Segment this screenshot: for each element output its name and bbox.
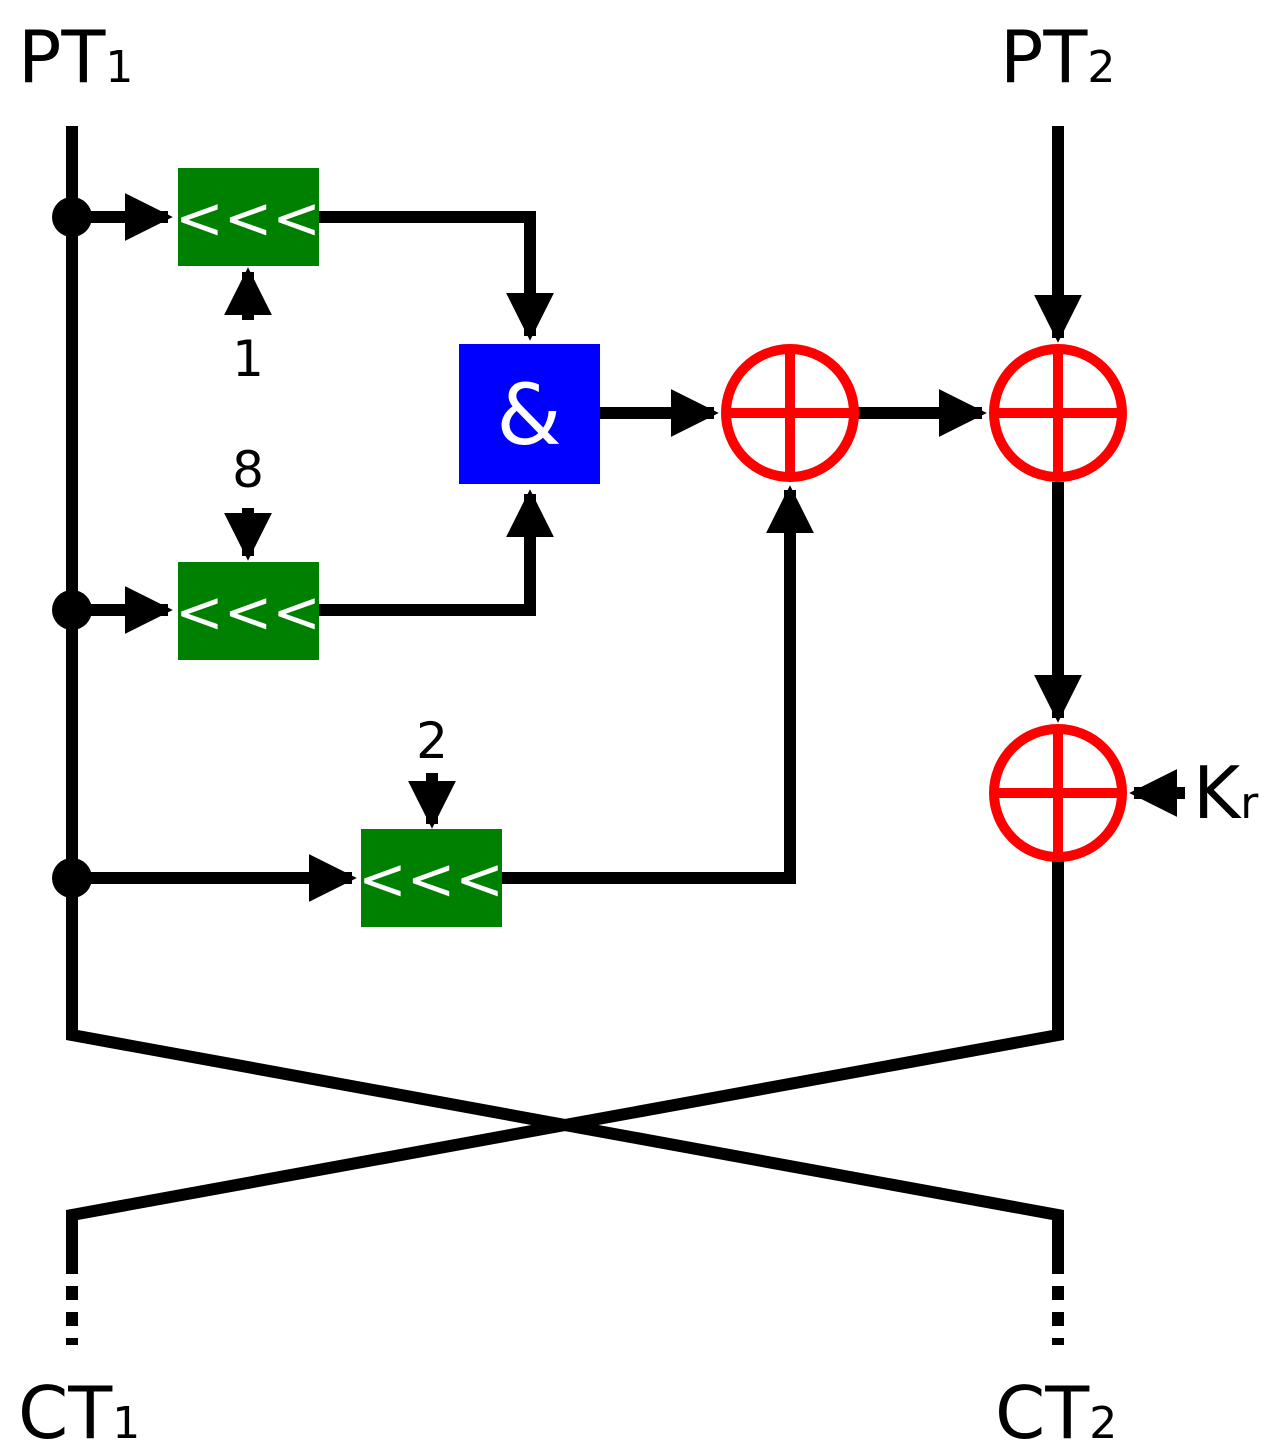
branch-dot-1 (52, 197, 92, 237)
rot2-to-and-wire (318, 489, 554, 616)
and-gate: & (459, 344, 600, 484)
wires (66, 126, 1185, 1345)
xor-2 (989, 344, 1127, 482)
rotate-symbol-3: <<< (358, 845, 504, 913)
rot3-to-xor1-wire (502, 485, 814, 884)
rotate-symbol-1: <<< (175, 184, 321, 252)
rot1-to-and-wire (318, 211, 554, 341)
branch-dot-3 (52, 858, 92, 898)
left-trunk-wire (66, 126, 1064, 1260)
rot2-amount: 8 (232, 441, 264, 499)
branch-dot-2 (52, 590, 92, 630)
rotate-box-1: <<< (175, 168, 321, 266)
round-key-label: Kr (1193, 751, 1259, 835)
and-symbol: & (496, 366, 562, 464)
right-lower-wire (66, 860, 1064, 1260)
rot3-amount: 2 (416, 712, 448, 770)
rotate-symbol-2: <<< (175, 578, 321, 646)
xor-1 (721, 344, 859, 482)
ct2-label: CT2 (995, 1371, 1117, 1443)
pt1-label: PT1 (18, 15, 133, 99)
rotate-box-3: <<< (358, 829, 504, 927)
ct1-label: CT1 (18, 1371, 140, 1443)
pt2-label: PT2 (1000, 15, 1115, 99)
xor-3 (989, 724, 1127, 862)
rotate-box-2: <<< (175, 562, 321, 660)
rot1-amount: 1 (232, 330, 264, 388)
